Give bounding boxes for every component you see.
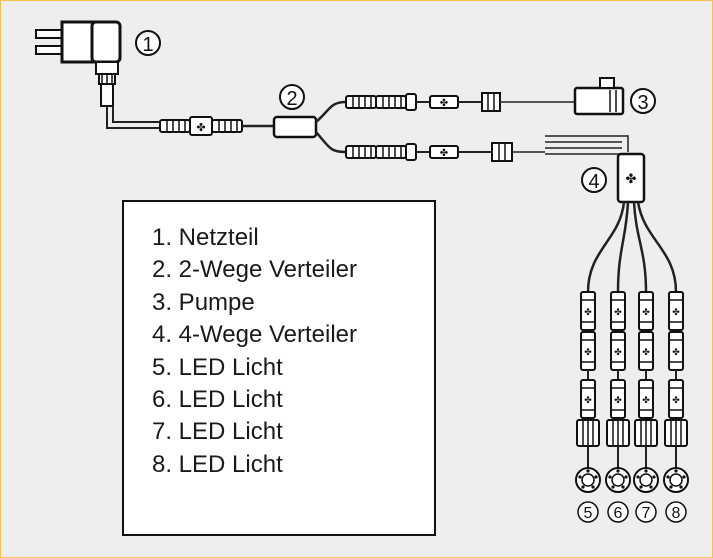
legend-box: 1. Netzteil 2. 2-Wege Verteiler 3. Pumpe… [122, 200, 436, 536]
legend-item-8: 8. LED Licht [152, 450, 283, 478]
led-light-chain-6 [605, 291, 631, 493]
callout-1: 1 [142, 34, 153, 56]
callout-5-circle [577, 501, 599, 523]
callout-3: 3 [637, 92, 648, 114]
led-light-chain-5 [575, 291, 601, 493]
callout-6-circle [607, 501, 629, 523]
callout-8-circle [665, 501, 687, 523]
power-adapter-icon [35, 20, 122, 107]
callout-2-circle [279, 84, 305, 110]
legend-item-5: 5. LED Licht [152, 353, 283, 381]
led-light-icon [575, 467, 601, 493]
two-way-splitter-icon [272, 115, 318, 139]
pump-branch-connectors: ✤ [345, 92, 575, 112]
led-light-chain-7 [633, 291, 659, 493]
callout-4-circle [581, 167, 607, 193]
svg-text:✤: ✤ [440, 98, 448, 109]
led-light-icon [663, 467, 689, 493]
callout-4: 4 [588, 171, 599, 193]
legend-item-6: 6. LED Licht [152, 385, 283, 413]
legend-list: 1. Netzteil 2. 2-Wege Verteiler 3. Pumpe… [152, 222, 357, 481]
svg-text:✤: ✤ [626, 171, 637, 186]
callout-5: 5 [584, 505, 593, 522]
legend-item-2: 2. 2-Wege Verteiler [152, 256, 357, 284]
callout-8: 8 [672, 505, 681, 522]
led-light-icon [633, 467, 659, 493]
light-branch-connectors: ✤ [345, 135, 629, 162]
svg-text:✤: ✤ [440, 148, 448, 159]
svg-text:✤: ✤ [196, 122, 205, 134]
callout-3-circle [630, 88, 656, 114]
callout-2: 2 [286, 88, 297, 110]
callout-7: 7 [642, 505, 651, 522]
led-light-icon [605, 467, 631, 493]
callout-6: 6 [614, 505, 623, 522]
legend-item-7: 7. LED Licht [152, 418, 283, 446]
four-way-splitter-icon: ✤ [616, 152, 646, 204]
legend-item-3: 3. Pumpe [152, 288, 255, 316]
legend-item-1: 1. Netzteil [152, 224, 259, 251]
led-light-chain-8 [663, 291, 689, 493]
callout-1-circle [135, 30, 161, 56]
callout-7-circle [635, 501, 657, 523]
legend-item-4: 4. 4-Wege Verteiler [152, 321, 357, 349]
inline-connector-pair: ✤ [159, 116, 243, 136]
pump-icon [573, 77, 625, 116]
